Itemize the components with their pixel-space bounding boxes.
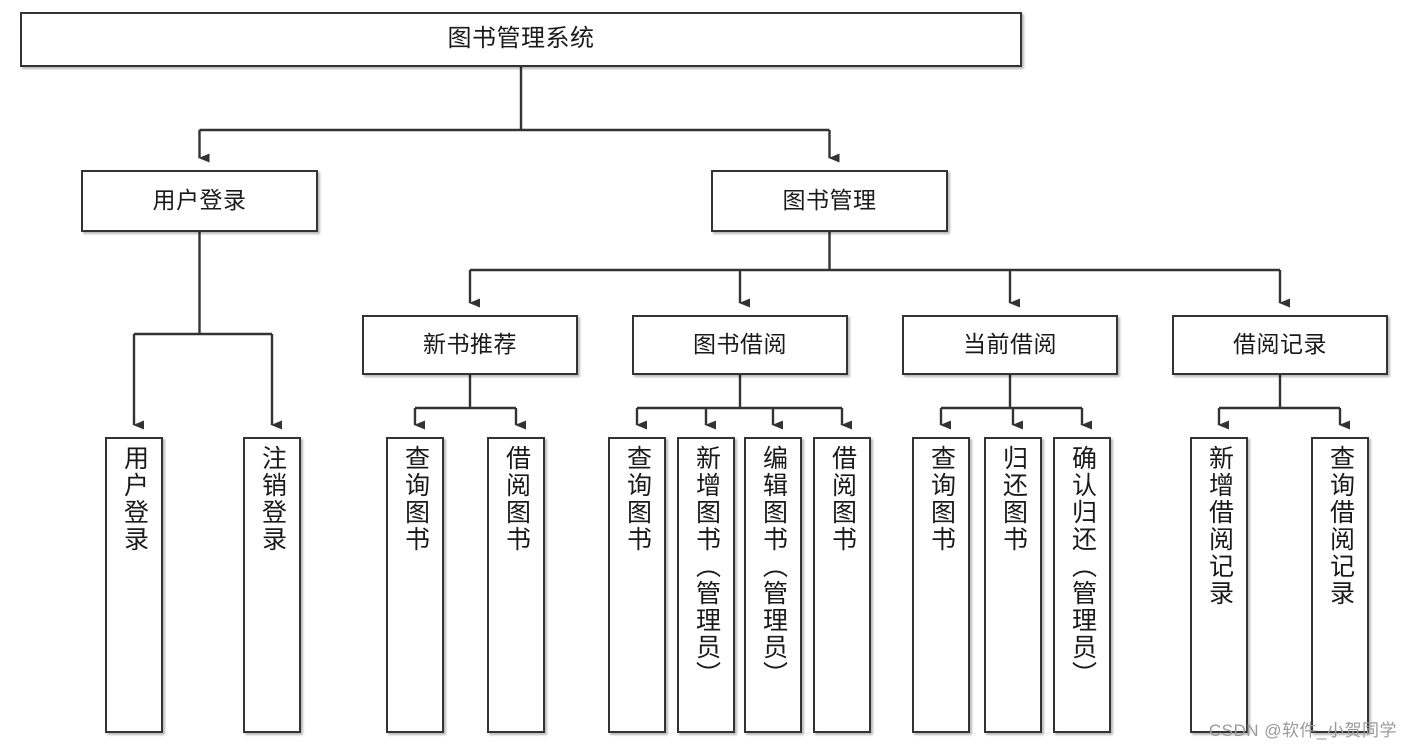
node-label: 当前借阅 xyxy=(963,331,1057,358)
node-l-confirm[interactable]: 确认归还（管理员） xyxy=(1053,437,1111,733)
node-l-login[interactable]: 用户登录 xyxy=(105,437,163,733)
node-label: 借阅图书 xyxy=(828,445,857,553)
node-borrow[interactable]: 图书借阅 xyxy=(632,315,848,375)
node-l-addbook[interactable]: 新增图书（管理员） xyxy=(677,437,735,733)
node-bookmgmt[interactable]: 图书管理 xyxy=(711,170,948,232)
node-records[interactable]: 借阅记录 xyxy=(1172,315,1388,375)
node-l-return[interactable]: 归还图书 xyxy=(984,437,1042,733)
node-l-bbook2[interactable]: 借阅图书 xyxy=(813,437,871,733)
node-newbook[interactable]: 新书推荐 xyxy=(362,315,578,375)
node-label: 新书推荐 xyxy=(423,331,517,358)
node-label: 编辑图书（管理员） xyxy=(759,445,788,688)
node-l-logout[interactable]: 注销登录 xyxy=(243,437,301,733)
node-l-qbook2[interactable]: 查询图书 xyxy=(608,437,666,733)
node-label: 新增图书（管理员） xyxy=(692,445,721,688)
node-label: 查询图书 xyxy=(401,445,430,553)
node-l-addrec[interactable]: 新增借阅记录 xyxy=(1190,437,1248,733)
node-l-bbook1[interactable]: 借阅图书 xyxy=(487,437,545,733)
node-label: 图书管理 xyxy=(782,187,877,214)
node-label: 借阅记录 xyxy=(1233,331,1327,358)
watermark: CSDN @软件_小贺同学 xyxy=(1208,721,1397,740)
node-l-qrec[interactable]: 查询借阅记录 xyxy=(1311,437,1369,733)
node-label: 图书管理系统 xyxy=(447,25,595,53)
node-label: 注销登录 xyxy=(258,445,287,553)
node-label: 用户登录 xyxy=(120,445,149,553)
node-login[interactable]: 用户登录 xyxy=(81,170,318,232)
node-label: 借阅图书 xyxy=(502,445,531,553)
node-label: 确认归还（管理员） xyxy=(1068,445,1097,688)
node-label: 图书借阅 xyxy=(693,331,787,358)
node-label: 查询图书 xyxy=(927,445,956,553)
node-l-editbook[interactable]: 编辑图书（管理员） xyxy=(744,437,802,733)
node-label: 查询借阅记录 xyxy=(1326,445,1355,607)
node-l-qbook1[interactable]: 查询图书 xyxy=(386,437,444,733)
node-label: 查询图书 xyxy=(623,445,652,553)
node-label: 归还图书 xyxy=(999,445,1028,553)
node-label: 用户登录 xyxy=(152,187,247,214)
node-root[interactable]: 图书管理系统 xyxy=(20,12,1022,67)
node-current[interactable]: 当前借阅 xyxy=(902,315,1118,375)
node-l-qbook3[interactable]: 查询图书 xyxy=(912,437,970,733)
node-label: 新增借阅记录 xyxy=(1205,445,1234,607)
